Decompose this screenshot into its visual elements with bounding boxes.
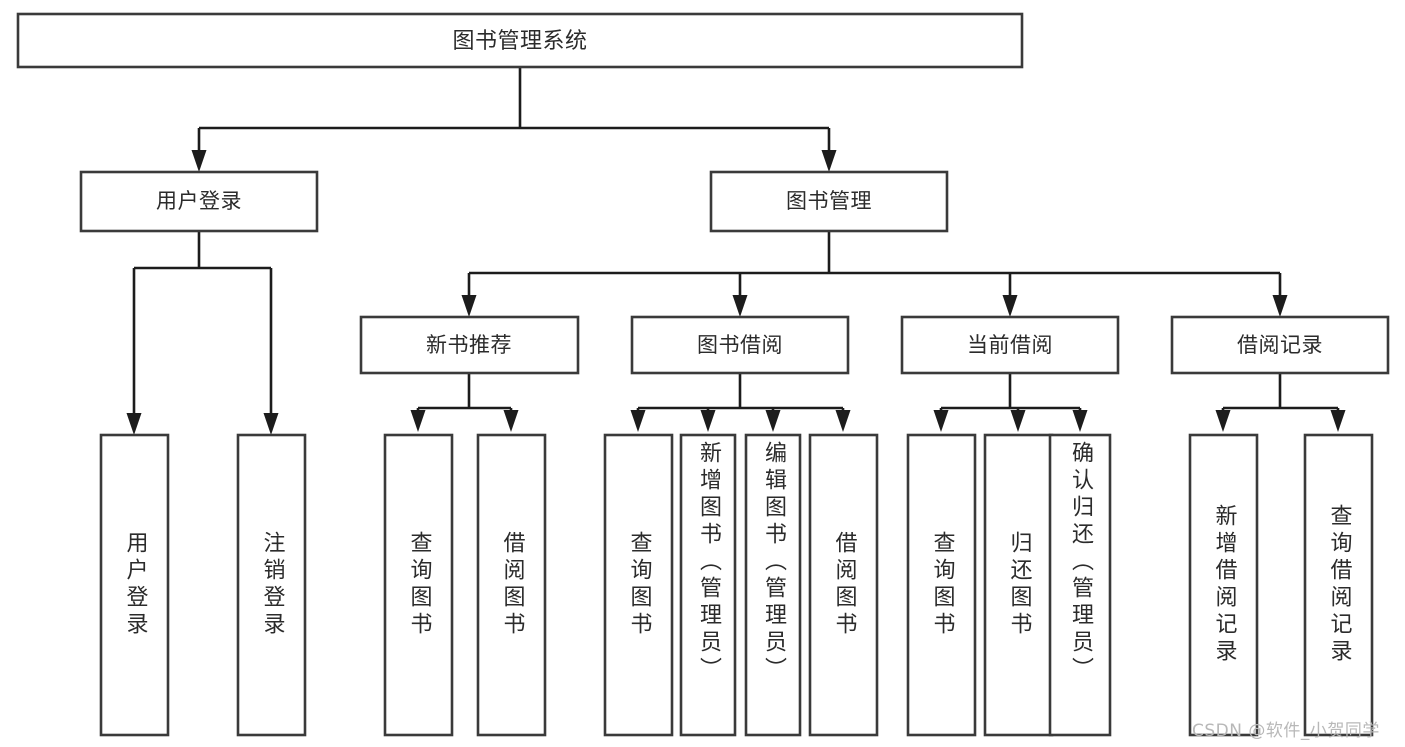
connector-user-login-to-leaves <box>126 231 279 435</box>
leaf-box-query-book-c[interactable] <box>906 433 977 737</box>
arrow-icon <box>1010 410 1026 432</box>
arrow-icon <box>191 150 207 172</box>
leaf-boxes <box>99 433 1374 737</box>
node-borrow-record[interactable]: 借阅记录 <box>1170 315 1390 375</box>
connector-root-to-level2 <box>191 67 837 172</box>
leaf-box-query-record[interactable] <box>1303 433 1374 737</box>
node-new-book-rec-label: 新书推荐 <box>426 333 512 357</box>
connector-book-manage-to-level3 <box>461 231 1288 317</box>
connector-new-book-rec-to-leaves <box>410 373 519 432</box>
arrow-icon <box>1272 295 1288 317</box>
leaf-box-logout[interactable] <box>236 433 307 737</box>
node-current-borrow-box[interactable] <box>900 315 1120 375</box>
node-current-borrow-label: 当前借阅 <box>967 333 1053 357</box>
node-user-login-label: 用户登录 <box>156 189 242 213</box>
node-book-manage[interactable]: 图书管理 <box>709 170 949 233</box>
node-current-borrow[interactable]: 当前借阅 <box>900 315 1120 375</box>
leaf-box-add-book[interactable] <box>679 433 737 737</box>
node-new-book-rec-box[interactable] <box>359 315 580 375</box>
node-book-borrow[interactable]: 图书借阅 <box>630 315 850 375</box>
node-borrow-record-box[interactable] <box>1170 315 1390 375</box>
arrow-icon <box>1002 295 1018 317</box>
leaf-box-query-book-b[interactable] <box>603 433 674 737</box>
connector-borrow-record-to-leaves <box>1215 373 1346 432</box>
node-new-book-rec[interactable]: 新书推荐 <box>359 315 580 375</box>
leaf-box-query-book-rec[interactable] <box>383 433 454 737</box>
arrow-icon <box>503 410 519 432</box>
leaf-box-add-record[interactable] <box>1188 433 1259 737</box>
arrow-icon <box>1330 410 1346 432</box>
node-book-borrow-box[interactable] <box>630 315 850 375</box>
connector-current-borrow-to-leaves <box>933 373 1088 432</box>
arrow-icon <box>1215 410 1231 432</box>
leaf-box-edit-book[interactable] <box>744 433 802 737</box>
arrow-icon <box>1072 410 1088 432</box>
node-borrow-record-label: 借阅记录 <box>1237 333 1323 357</box>
leaf-box-borrow-book-rec[interactable] <box>476 433 547 737</box>
node-user-login-box[interactable] <box>79 170 319 233</box>
node-root-box[interactable] <box>16 12 1024 69</box>
arrow-icon <box>700 410 716 432</box>
leaf-box-borrow-book-b[interactable] <box>808 433 879 737</box>
csdn-watermark: CSDN @软件_小贺同学 <box>1192 721 1380 741</box>
leaf-box-user-login[interactable] <box>99 433 170 737</box>
arrow-icon <box>732 295 748 317</box>
arrow-icon <box>126 413 142 435</box>
arrow-icon <box>410 410 426 432</box>
node-book-manage-box[interactable] <box>709 170 949 233</box>
node-book-manage-label: 图书管理 <box>786 189 872 213</box>
arrow-icon <box>765 410 781 432</box>
arrow-icon <box>263 413 279 435</box>
arrow-icon <box>835 410 851 432</box>
leaf-box-confirm-return[interactable] <box>1048 433 1112 737</box>
node-book-borrow-label: 图书借阅 <box>697 333 783 357</box>
arrow-icon <box>461 295 477 317</box>
connector-book-borrow-to-leaves <box>630 373 851 432</box>
node-user-login[interactable]: 用户登录 <box>79 170 319 233</box>
leaf-box-return-book[interactable] <box>983 433 1054 737</box>
arrow-icon <box>933 410 949 432</box>
node-root-label: 图书管理系统 <box>452 29 587 54</box>
arrow-icon <box>630 410 646 432</box>
node-root[interactable]: 图书管理系统 <box>16 12 1024 69</box>
arrow-icon <box>821 150 837 172</box>
